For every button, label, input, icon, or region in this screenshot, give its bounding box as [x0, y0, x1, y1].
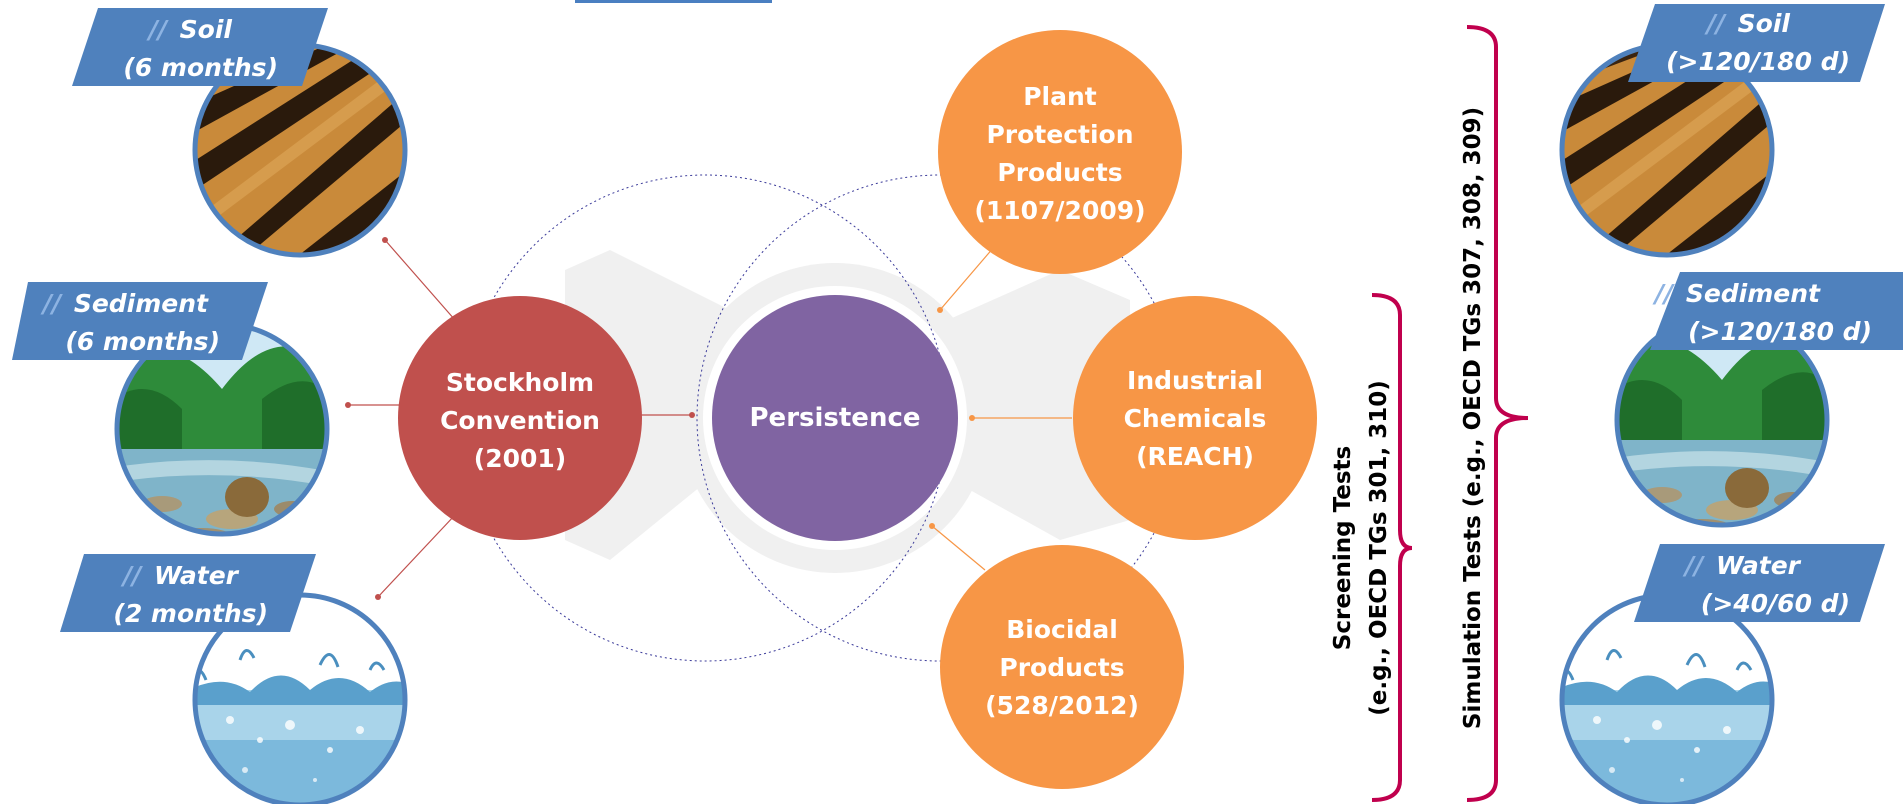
water-banner-period: (2 months) — [113, 599, 268, 628]
svg-text:// Water: // Water — [120, 561, 240, 590]
screening-tests-examples: (e.g., OECD TGs 301, 310) — [1366, 380, 1392, 716]
industrial-line-2: Chemicals — [1124, 404, 1267, 433]
sediment-banner-period: (6 months) — [65, 327, 220, 356]
plant-line-3: Products — [997, 158, 1122, 187]
sediment-banner-right-period: (>120/180 d) — [1688, 317, 1872, 346]
banner-mark: // — [1704, 9, 1727, 38]
stockholm-line-2: Convention — [440, 406, 600, 435]
soil-banner-right: // Soil (>120/180 d) — [1628, 4, 1885, 82]
sediment-banner: // Sediment (6 months) — [12, 282, 268, 360]
simulation-tests-label: Simulation Tests (e.g., OECD TGs 307, 30… — [1460, 107, 1486, 729]
biocidal-line-3: (528/2012) — [985, 691, 1139, 720]
water-banner-name: Water — [154, 561, 240, 590]
banner-mark: // — [1682, 551, 1705, 580]
stockholm-convention-node: Stockholm Convention (2001) — [398, 296, 642, 540]
banner-mark: // — [1652, 279, 1675, 308]
screening-tests-bracket: Screening Tests (e.g., OECD TGs 301, 310… — [1330, 293, 1413, 802]
simulation-tests-bracket: Simulation Tests (e.g., OECD TGs 307, 30… — [1460, 25, 1529, 802]
industrial-line-3: (REACH) — [1136, 442, 1254, 471]
stockholm-line-1: Stockholm — [446, 368, 594, 397]
plant-line-4: (1107/2009) — [974, 196, 1145, 225]
biocidal-line-2: Products — [999, 653, 1124, 682]
persistence-label: Persistence — [750, 403, 921, 433]
connectors — [345, 237, 1072, 600]
banner-mark: // — [146, 15, 169, 44]
svg-text:// Sediment: // Sediment — [1652, 279, 1821, 308]
svg-text:// Soil: // Soil — [1704, 9, 1791, 38]
industrial-chemicals-node: Industrial Chemicals (REACH) — [1073, 296, 1317, 540]
persistence-node: Persistence — [712, 295, 958, 541]
industrial-line-1: Industrial — [1127, 366, 1263, 395]
svg-text:// Soil: // Soil — [146, 15, 233, 44]
top-accent-bar — [575, 0, 772, 3]
stockholm-line-3: (2001) — [474, 444, 566, 473]
plant-line-2: Protection — [986, 120, 1133, 149]
water-banner-right-period: (>40/60 d) — [1701, 589, 1850, 618]
biocidal-products-node: Biocidal Products (528/2012) — [940, 545, 1184, 789]
banner-mark: // — [120, 561, 143, 590]
sediment-banner-right-name: Sediment — [1686, 279, 1821, 308]
soil-banner-period: (6 months) — [123, 53, 278, 82]
plant-protection-node: Plant Protection Products (1107/2009) — [938, 30, 1182, 274]
soil-banner-name: Soil — [180, 15, 233, 44]
plant-line-1: Plant — [1023, 82, 1097, 111]
sediment-banner-name: Sediment — [74, 289, 209, 318]
water-banner: // Water (2 months) — [60, 554, 316, 632]
svg-text:// Water: // Water — [1682, 551, 1802, 580]
soil-banner-right-name: Soil — [1738, 9, 1791, 38]
banner-mark: // — [40, 289, 63, 318]
water-banner-right: // Water (>40/60 d) — [1634, 544, 1885, 622]
sediment-banner-right: // Sediment (>120/180 d) — [1650, 272, 1903, 350]
soil-banner: // Soil (6 months) — [72, 8, 328, 86]
soil-banner-right-period: (>120/180 d) — [1666, 47, 1850, 76]
svg-text:// Sediment: // Sediment — [40, 289, 209, 318]
water-banner-right-name: Water — [1716, 551, 1802, 580]
screening-tests-label: Screening Tests — [1330, 446, 1356, 650]
biocidal-line-1: Biocidal — [1006, 615, 1118, 644]
